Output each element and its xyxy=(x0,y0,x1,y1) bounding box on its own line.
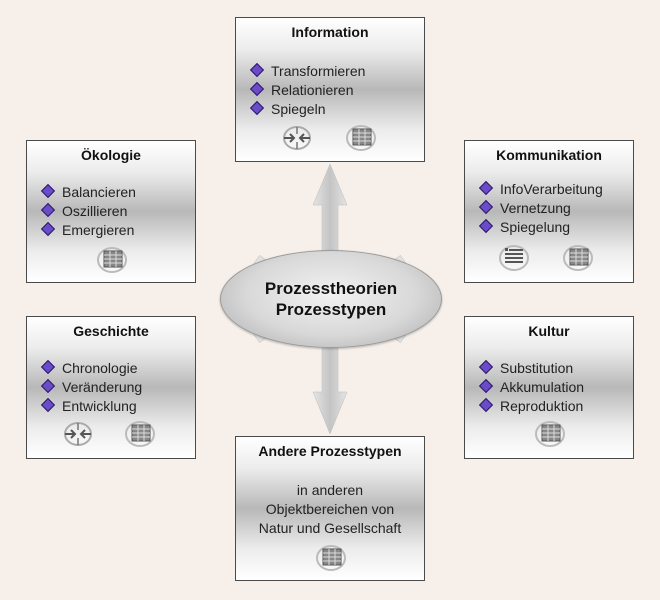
diamond-bullet-icon xyxy=(249,81,265,97)
diamond-bullet-icon xyxy=(478,199,494,215)
list-item: Veränderung xyxy=(40,378,142,397)
diamond-bullet-icon xyxy=(40,397,56,413)
list-item: Emergieren xyxy=(40,221,136,240)
arrows-converge-icon[interactable] xyxy=(280,123,314,153)
box-oekologie: Ökologie Balancieren Oszillieren Emergie… xyxy=(26,140,196,283)
diamond-bullet-icon xyxy=(40,378,56,394)
box-title: Andere Prozesstypen xyxy=(258,443,402,459)
diamond-bullet-icon xyxy=(478,218,494,234)
arrow-to-andere xyxy=(312,345,348,435)
box-title: Ökologie xyxy=(81,147,141,163)
item-list: Balancieren Oszillieren Emergieren xyxy=(40,183,136,240)
list-item: Balancieren xyxy=(40,183,136,202)
item-list: InfoVerarbeitung Vernetzung Spiegelung xyxy=(478,180,603,237)
list-item: Reproduktion xyxy=(478,397,584,416)
box-kultur: Kultur Substitution Akkumulation Reprodu… xyxy=(464,316,634,459)
arrows-converge-icon[interactable] xyxy=(61,419,95,449)
box-kommunikation: Kommunikation InfoVerarbeitung Vernetzun… xyxy=(464,140,634,283)
center-title-line1: Prozesstheorien xyxy=(264,279,398,298)
diamond-bullet-icon xyxy=(249,100,265,116)
list-item: Spiegeln xyxy=(249,100,365,119)
list-lines-icon[interactable] xyxy=(497,241,531,273)
list-item: Transformieren xyxy=(249,62,365,81)
arrow-to-information xyxy=(312,163,348,253)
diamond-bullet-icon xyxy=(40,359,56,375)
box-information: Information Transformieren Relationieren… xyxy=(235,17,425,162)
list-item: Spiegelung xyxy=(478,218,603,237)
table-grid-icon[interactable] xyxy=(344,121,378,153)
center-ellipse: Prozesstheorien Prozesstypen xyxy=(220,250,442,348)
list-item: Oszillieren xyxy=(40,202,136,221)
diamond-bullet-icon xyxy=(249,62,265,78)
diamond-bullet-icon xyxy=(40,221,56,237)
list-item: Relationieren xyxy=(249,81,365,100)
table-grid-icon[interactable] xyxy=(314,541,348,573)
item-list: Chronologie Veränderung Entwicklung xyxy=(40,359,142,416)
list-item: InfoVerarbeitung xyxy=(478,180,603,199)
box-title: Information xyxy=(291,24,369,40)
box-title: Kommunikation xyxy=(496,147,602,163)
box-geschichte: Geschichte Chronologie Veränderung Entwi… xyxy=(26,316,196,459)
box-andere-prozesstypen: Andere Prozesstypen in anderen Objektber… xyxy=(235,436,425,581)
diamond-bullet-icon xyxy=(40,183,56,199)
list-item: Vernetzung xyxy=(478,199,603,218)
box-title: Geschichte xyxy=(73,323,149,339)
diamond-bullet-icon xyxy=(478,180,494,196)
diamond-bullet-icon xyxy=(478,397,494,413)
diamond-bullet-icon xyxy=(478,378,494,394)
diamond-bullet-icon xyxy=(40,202,56,218)
list-item: Akkumulation xyxy=(478,378,584,397)
item-list: Substitution Akkumulation Reproduktion xyxy=(478,359,584,416)
table-grid-icon[interactable] xyxy=(561,241,595,273)
center-title-line2: Prozesstypen xyxy=(275,300,387,319)
box-title: Kultur xyxy=(528,323,570,339)
diamond-bullet-icon xyxy=(478,359,494,375)
table-grid-icon[interactable] xyxy=(533,417,567,449)
table-grid-icon[interactable] xyxy=(123,417,157,449)
description-text: in anderen Objektbereichen von Natur und… xyxy=(258,482,402,536)
item-list: Transformieren Relationieren Spiegeln xyxy=(249,62,365,119)
table-grid-icon[interactable] xyxy=(95,243,129,275)
list-item: Entwicklung xyxy=(40,397,142,416)
list-item: Substitution xyxy=(478,359,584,378)
list-item: Chronologie xyxy=(40,359,142,378)
